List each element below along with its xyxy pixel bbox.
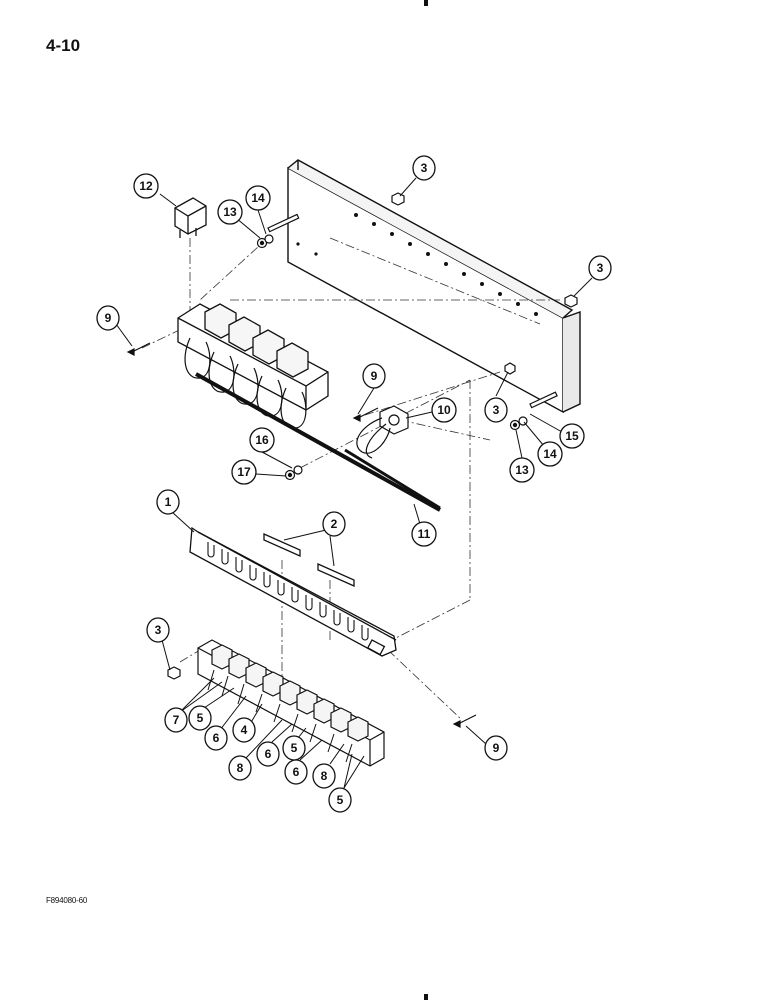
callout-3: 3 bbox=[484, 397, 508, 423]
callout-13: 13 bbox=[217, 199, 243, 225]
jumper-strips bbox=[263, 532, 355, 588]
svg-text:6: 6 bbox=[213, 731, 220, 745]
callout-12: 12 bbox=[133, 173, 159, 199]
callout-10: 10 bbox=[431, 397, 457, 423]
relay-fuse-block bbox=[177, 303, 329, 429]
svg-text:15: 15 bbox=[565, 429, 579, 443]
callout-6: 6 bbox=[284, 759, 308, 785]
svg-text:10: 10 bbox=[437, 403, 451, 417]
relay-module bbox=[174, 197, 207, 238]
callout-11: 11 bbox=[411, 521, 437, 547]
connector-assembly bbox=[356, 405, 409, 459]
slotted-bracket bbox=[189, 526, 397, 657]
svg-text:3: 3 bbox=[155, 623, 162, 637]
svg-text:3: 3 bbox=[421, 161, 428, 175]
callout-16: 16 bbox=[249, 427, 275, 453]
terminal-strip bbox=[197, 639, 385, 767]
callout-6: 6 bbox=[204, 725, 228, 751]
svg-text:6: 6 bbox=[265, 747, 272, 761]
svg-text:5: 5 bbox=[291, 741, 298, 755]
edge-mark bbox=[424, 0, 428, 6]
callout-9: 9 bbox=[96, 305, 120, 331]
svg-text:1: 1 bbox=[165, 495, 172, 509]
svg-text:9: 9 bbox=[105, 311, 112, 325]
page-number: 4-10 bbox=[46, 36, 81, 55]
svg-text:2: 2 bbox=[331, 517, 338, 531]
svg-text:9: 9 bbox=[371, 369, 378, 383]
callout-2: 2 bbox=[322, 511, 346, 537]
callout-8: 8 bbox=[312, 763, 336, 789]
mounting-panel bbox=[287, 159, 581, 414]
svg-text:6: 6 bbox=[293, 765, 300, 779]
svg-text:12: 12 bbox=[139, 179, 153, 193]
svg-text:8: 8 bbox=[237, 761, 244, 775]
callout-8: 8 bbox=[228, 755, 252, 781]
svg-text:16: 16 bbox=[255, 433, 269, 447]
callout-3: 3 bbox=[412, 155, 436, 181]
svg-text:5: 5 bbox=[337, 793, 344, 807]
svg-text:13: 13 bbox=[515, 463, 529, 477]
svg-text:4: 4 bbox=[241, 723, 248, 737]
callout-13: 13 bbox=[509, 457, 535, 483]
wiring-harness bbox=[195, 372, 441, 512]
svg-text:14: 14 bbox=[251, 191, 265, 205]
callout-15: 15 bbox=[559, 423, 585, 449]
callout-9: 9 bbox=[362, 363, 386, 389]
callout-3: 3 bbox=[588, 255, 612, 281]
callout-5: 5 bbox=[328, 787, 352, 813]
svg-text:3: 3 bbox=[597, 261, 604, 275]
edge-mark bbox=[424, 994, 428, 1000]
svg-text:17: 17 bbox=[237, 465, 251, 479]
svg-text:9: 9 bbox=[493, 741, 500, 755]
hardware bbox=[126, 192, 578, 728]
svg-text:14: 14 bbox=[543, 447, 557, 461]
svg-text:3: 3 bbox=[493, 403, 500, 417]
svg-text:8: 8 bbox=[321, 769, 328, 783]
svg-text:13: 13 bbox=[223, 205, 237, 219]
callout-7: 7 bbox=[164, 707, 188, 733]
callout-6: 6 bbox=[256, 741, 280, 767]
svg-text:5: 5 bbox=[197, 711, 204, 725]
callout-5: 5 bbox=[188, 705, 212, 731]
callout-4: 4 bbox=[232, 717, 256, 743]
callout-1: 1 bbox=[156, 489, 180, 515]
callout-leaders bbox=[115, 177, 593, 789]
callout-14: 14 bbox=[245, 185, 271, 211]
figure-code: F894080-60 bbox=[46, 896, 88, 905]
callout-17: 17 bbox=[231, 459, 257, 485]
callout-14: 14 bbox=[537, 441, 563, 467]
callout-5: 5 bbox=[282, 735, 306, 761]
callout-9: 9 bbox=[484, 735, 508, 761]
callout-bubbles: 3 3 3 3 12 13 14 9 9 9 10 15 14 13 16 17… bbox=[96, 155, 612, 813]
svg-text:11: 11 bbox=[418, 527, 431, 541]
callout-3: 3 bbox=[146, 617, 170, 643]
svg-text:7: 7 bbox=[173, 713, 180, 727]
